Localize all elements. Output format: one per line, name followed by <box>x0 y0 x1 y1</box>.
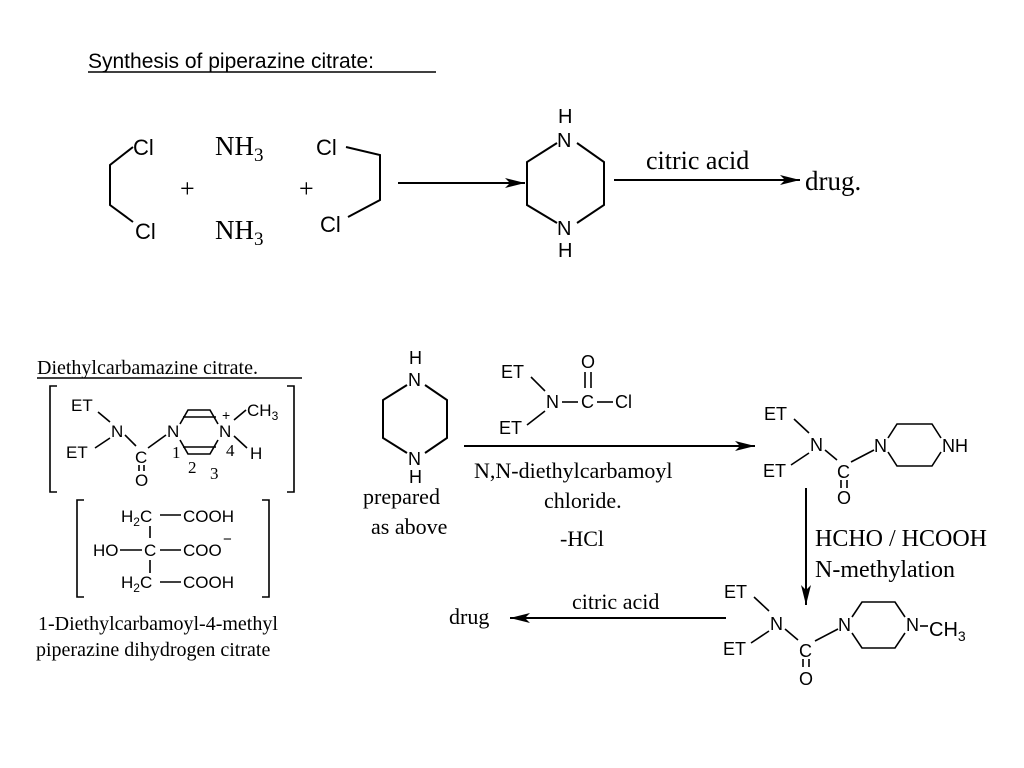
cooh-label: COOH <box>183 573 234 592</box>
bracket-right <box>287 385 295 493</box>
methyl-label: CH3 <box>929 619 966 644</box>
piperazine-structure: H N N H <box>382 348 448 487</box>
dichloroethane-right: Cl Cl <box>316 135 381 237</box>
atom-n: N <box>906 615 919 635</box>
byproduct-label: -HCl <box>560 526 604 551</box>
et-label: ET <box>499 418 522 438</box>
atom-n: N <box>838 615 851 635</box>
cooh-label: COOH <box>183 507 234 526</box>
et-label: ET <box>723 639 746 659</box>
ring-number: 2 <box>188 458 197 477</box>
atom-n: N <box>408 370 421 390</box>
reagent-name: chloride. <box>544 488 622 513</box>
atom-c: C <box>144 541 156 560</box>
nh-label: NH <box>942 436 968 456</box>
atom-h: H <box>409 348 422 368</box>
atom-cl: Cl <box>615 392 632 412</box>
et-label: ET <box>501 362 524 382</box>
atom-n: N <box>111 422 123 441</box>
et-label: ET <box>71 396 93 415</box>
ring-number: 3 <box>210 464 219 483</box>
charge-plus: + <box>222 407 230 423</box>
methylation-label: N-methylation <box>815 557 955 583</box>
et-label: ET <box>66 443 88 462</box>
prepared-note: as above <box>371 514 447 539</box>
bracket-right <box>262 499 270 598</box>
et-label: ET <box>763 461 786 481</box>
dec-caption: 1-Diethylcarbamoyl-4-methyl <box>38 613 278 635</box>
carbamoyl-chloride-structure: ET ET N C O Cl <box>499 352 632 438</box>
dec-caption: piperazine dihydrogen citrate <box>36 639 270 661</box>
ammonia-label: NH3 <box>215 131 264 166</box>
atom-h: H <box>558 106 572 128</box>
ch2-label: H2C <box>121 573 152 595</box>
bracket-left <box>76 499 84 598</box>
final-structure: ET ET N C O N N CH3 <box>723 582 966 689</box>
atom-c: C <box>837 462 850 482</box>
cl-label: Cl <box>133 135 154 160</box>
atom-n: N <box>557 218 571 240</box>
citrate-structure: H2C COOH HO C COO − H2C COOH <box>93 507 234 595</box>
atom-n: N <box>219 422 231 441</box>
et-label: ET <box>764 404 787 424</box>
charge-minus: − <box>223 531 232 548</box>
atom-o: O <box>581 352 595 372</box>
plus-sign: + <box>299 174 314 203</box>
intermediate-structure: ET ET N C O N NH <box>763 404 968 508</box>
ammonia-pair: NH3 NH3 <box>215 131 264 250</box>
atom-n: N <box>546 392 559 412</box>
atom-h: H <box>409 467 422 487</box>
dec-cation-structure: ET ET N C O N N + CH3 H 1 2 3 4 <box>66 396 279 490</box>
section-heading: Synthesis of piperazine citrate: <box>88 50 374 73</box>
ch2-label: H2C <box>121 507 152 529</box>
atom-n: N <box>408 449 421 469</box>
dec-title: Diethylcarbamazine citrate. <box>37 357 258 379</box>
atom-n: N <box>557 130 571 152</box>
et-label: ET <box>724 582 747 602</box>
atom-c: C <box>581 392 594 412</box>
atom-n: N <box>167 422 179 441</box>
atom-o: O <box>135 471 148 490</box>
atom-h: H <box>250 444 262 463</box>
ammonia-label: NH3 <box>215 215 264 250</box>
product-label: drug. <box>805 166 861 196</box>
atom-c: C <box>799 641 812 661</box>
cl-label: Cl <box>316 135 337 160</box>
atom-n: N <box>874 436 887 456</box>
atom-o: O <box>799 669 813 689</box>
methyl-label: CH3 <box>247 401 279 423</box>
product-label: drug <box>449 604 489 629</box>
atom-n: N <box>810 435 823 455</box>
hydroxyl-label: HO <box>93 541 119 560</box>
cl-label: Cl <box>320 212 341 237</box>
dichloroethane-left: Cl Cl <box>109 135 156 244</box>
bracket-left <box>49 385 57 493</box>
atom-o: O <box>837 488 851 508</box>
ring-number: 4 <box>226 441 235 460</box>
carboxylate-label: COO <box>183 541 222 560</box>
cl-label: Cl <box>135 219 156 244</box>
atom-n: N <box>770 614 783 634</box>
prepared-note: prepared <box>363 484 440 509</box>
ring-number: 1 <box>172 443 181 462</box>
atom-c: C <box>135 448 147 467</box>
atom-h: H <box>558 240 572 262</box>
piperazine-structure: H N N H <box>526 106 605 262</box>
plus-sign: + <box>180 174 195 203</box>
reagent-label: citric acid <box>646 146 749 175</box>
reagent-label: citric acid <box>572 589 659 614</box>
methylation-reagent: HCHO / HCOOH <box>815 526 987 552</box>
reagent-name: N,N-diethylcarbamoyl <box>474 458 673 483</box>
